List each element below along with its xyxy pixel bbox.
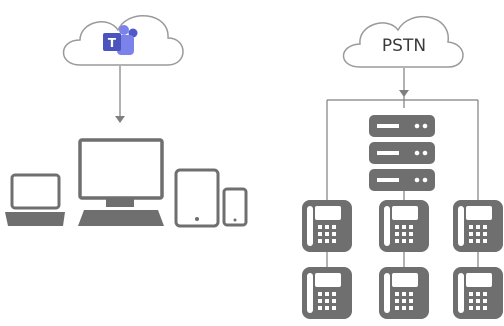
pbx-unit (369, 142, 435, 164)
pbx-unit (369, 169, 435, 191)
pbx-server-stack-icon (369, 115, 435, 191)
teams-logo-letter: T (108, 36, 117, 50)
desk-phone-icon (453, 267, 503, 319)
desk-phones (302, 200, 503, 319)
laptop-icon (5, 173, 65, 226)
desktop-monitor-icon (78, 138, 164, 226)
smartphone-icon (222, 187, 248, 227)
pstn-connector (399, 68, 409, 108)
desk-phone-icon (379, 200, 429, 252)
desk-phone-icon (302, 200, 352, 252)
pstn-cloud: PSTN (342, 15, 464, 68)
teams-cloud: T (62, 15, 184, 66)
desk-phone-icon (453, 200, 503, 252)
pstn-label: PSTN (382, 36, 426, 56)
desk-phone-icon (379, 267, 429, 319)
teams-connector (115, 66, 125, 123)
pbx-unit (369, 115, 435, 137)
teams-logo-icon: T (103, 25, 138, 55)
desk-phone-icon (302, 267, 352, 319)
tablet-icon (174, 168, 220, 228)
